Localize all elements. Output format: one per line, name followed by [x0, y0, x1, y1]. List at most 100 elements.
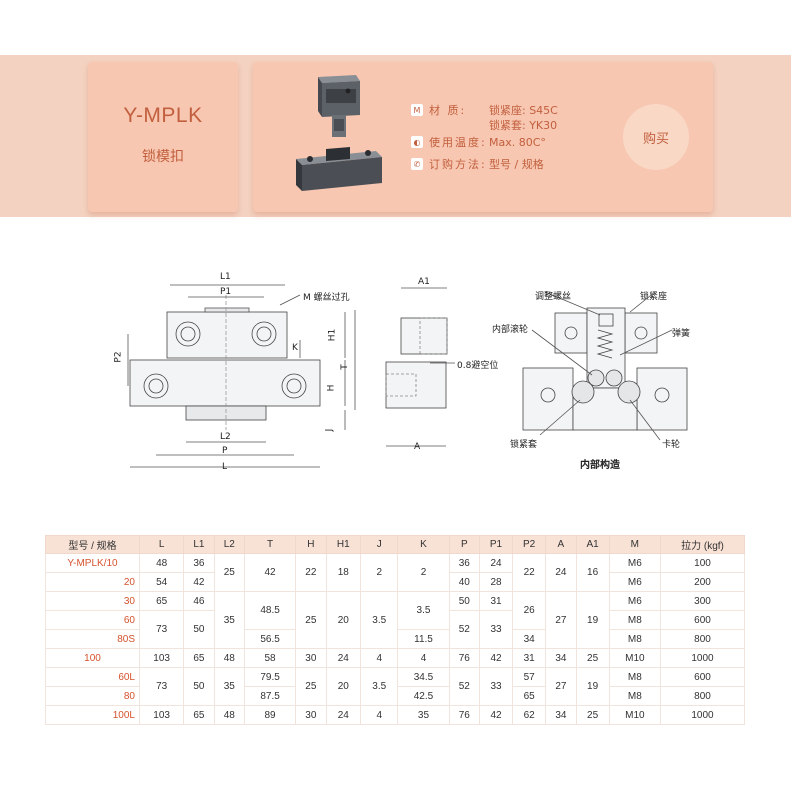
- label-adjust-screw: 调整螺丝: [535, 292, 572, 302]
- model-cell: 100L: [45, 705, 140, 725]
- label-catch-wheel: 卡轮: [662, 440, 681, 450]
- cell-L: 48: [138, 553, 185, 573]
- cell-H: 30: [295, 705, 327, 725]
- table-row: 100L 103 65 48 89 30 24 4 35 76 42 62 34…: [45, 705, 745, 725]
- product-info-card: M 材 质: 锁紧座: S45C 锁紧套: YK30 ◐ 使用温度: Max. …: [253, 62, 713, 212]
- cell-force: 600: [660, 667, 745, 687]
- cell-force: 600: [660, 610, 745, 630]
- cell-P1: 24: [478, 553, 514, 573]
- cell-A: 34: [545, 648, 577, 668]
- cell-P: 52: [448, 667, 480, 706]
- cell-A: 34: [545, 705, 577, 725]
- temp-value: Max. 80C°: [489, 135, 546, 149]
- dim-L1: L1: [220, 272, 231, 282]
- cell-K: 34.5: [397, 667, 450, 687]
- cell-A: 27: [545, 591, 577, 649]
- label-lock-seat: 锁紧座: [640, 292, 668, 302]
- cell-P: 52: [448, 610, 480, 649]
- product-image: [296, 75, 382, 191]
- cell-force: 1000: [660, 648, 745, 668]
- cell-P2: 26: [512, 591, 547, 630]
- cell-K: 11.5: [397, 629, 450, 649]
- cell-force: 1000: [660, 705, 745, 725]
- cell-force: 200: [660, 572, 745, 592]
- dim-T: T: [339, 364, 350, 370]
- cell-T: 58: [243, 648, 297, 668]
- cell-T: 42: [243, 553, 297, 592]
- cell-P: 76: [448, 648, 480, 668]
- cell-L: 65: [138, 591, 185, 611]
- cell-K: 4: [397, 648, 450, 668]
- buy-button[interactable]: 购买: [623, 104, 689, 170]
- label-m-hole: M 螺丝过孔: [303, 293, 350, 303]
- cell-P2: 57: [512, 667, 547, 687]
- product-title-card: Y-MPLK 锁模扣: [88, 62, 238, 212]
- cell-P1: 33: [478, 610, 514, 649]
- model-cell: 60L: [45, 667, 140, 687]
- col-header: P2: [512, 535, 547, 554]
- order-label: 订购方法:: [429, 158, 487, 171]
- phone-icon: ✆: [411, 158, 423, 170]
- dim-A: A: [414, 442, 421, 452]
- col-header: J: [360, 535, 399, 554]
- cell-L1: 65: [183, 705, 215, 725]
- cell-J: 4: [360, 705, 399, 725]
- product-code: Y-MPLK: [123, 104, 203, 127]
- cell-force: 800: [660, 686, 745, 706]
- material-icon: M: [411, 104, 423, 116]
- label-spring: 弹簧: [672, 329, 691, 339]
- cell-L1: 42: [183, 572, 215, 592]
- cell-P: 36: [448, 553, 480, 573]
- cell-P: 50: [448, 591, 480, 611]
- table-header-row: 型号 / 规格 L L1 L2 T H H1 J K P P1 P2 A A1 …: [45, 535, 745, 554]
- cell-J: 3.5: [360, 591, 399, 649]
- table-row: 100 103 65 48 58 30 24 4 4 76 42 31 34 2…: [45, 648, 745, 668]
- model-cell: 30: [45, 591, 140, 611]
- cell-H1: 20: [325, 667, 362, 706]
- cell-L2: 48: [213, 648, 245, 668]
- cell-T: 89: [243, 705, 297, 725]
- cell-H: 22: [295, 553, 327, 592]
- cell-P: 76: [448, 705, 480, 725]
- cell-P2: 22: [512, 553, 547, 592]
- spec-order: ✆ 订购方法: 型号 / 规格: [411, 156, 544, 172]
- label-internal-structure: 内部构造: [580, 460, 620, 471]
- cell-K: 35: [397, 705, 450, 725]
- col-header: M: [608, 535, 662, 554]
- cell-J: 2: [360, 553, 399, 592]
- cell-A1: 25: [575, 705, 610, 725]
- cell-L2: 35: [213, 591, 245, 649]
- model-cell: 100: [45, 648, 140, 668]
- cell-L: 103: [138, 648, 185, 668]
- spec-table: 型号 / 规格 L L1 L2 T H H1 J K P P1 P2 A A1 …: [45, 535, 745, 725]
- col-header: L1: [183, 535, 215, 554]
- cell-M: M8: [608, 629, 662, 649]
- product-name: 锁模扣: [142, 149, 184, 165]
- cell-K: 2: [397, 553, 450, 592]
- dim-P: P: [222, 446, 228, 456]
- material-sleeve: 锁紧套: YK30: [489, 119, 558, 132]
- technical-drawing: [127, 284, 688, 468]
- cell-M: M10: [608, 705, 662, 725]
- model-cell: 20: [45, 572, 140, 592]
- cell-P2: 65: [512, 686, 547, 706]
- cell-P2: 31: [512, 648, 547, 668]
- cell-J: 4: [360, 648, 399, 668]
- col-header: P: [448, 535, 480, 554]
- cell-P1: 31: [478, 591, 514, 611]
- cell-L1: 36: [183, 553, 215, 573]
- label-gap: 0.8避空位: [457, 361, 499, 371]
- dim-K: K: [292, 343, 298, 353]
- cell-T: 48.5: [243, 591, 297, 630]
- cell-A: 27: [545, 667, 577, 706]
- cell-P2: 62: [512, 705, 547, 725]
- cell-H: 25: [295, 667, 327, 706]
- cell-M: M8: [608, 667, 662, 687]
- col-header: A1: [575, 535, 610, 554]
- dim-L: L: [222, 462, 228, 472]
- table-row: 30 65 46 35 48.5 25 20 3.5 3.5 50 31 26 …: [45, 591, 745, 649]
- cell-P1: 28: [478, 572, 514, 592]
- cell-H: 30: [295, 648, 327, 668]
- cell-T: 87.5: [243, 686, 297, 706]
- dim-H1: H1: [327, 328, 338, 342]
